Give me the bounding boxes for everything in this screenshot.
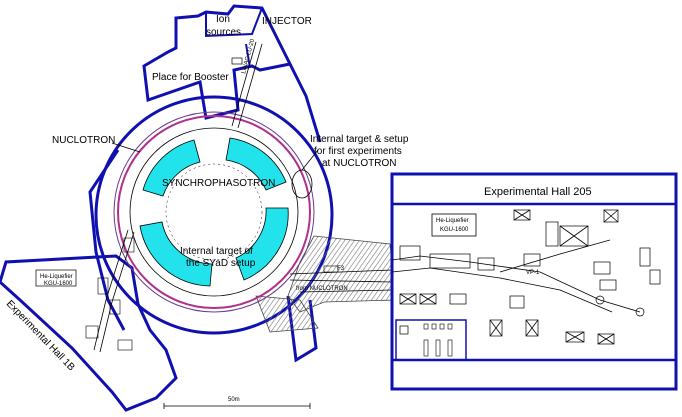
he-liquefier-right-model: KGU-1600 bbox=[440, 227, 469, 233]
building-outline bbox=[0, 4, 334, 412]
vp1-label: VP-1 bbox=[526, 270, 540, 276]
scale-label: 50m bbox=[228, 397, 240, 403]
syad-label-2: the SYaD setup bbox=[186, 258, 256, 269]
internal-target-label-2: for first experiments bbox=[314, 146, 402, 157]
nuclotron-label: NUCLOTRON bbox=[52, 135, 115, 146]
linac-label: LINAC LU-20 bbox=[241, 38, 256, 75]
hall-205: Experimental Hall 205 bbox=[390, 172, 678, 391]
hall-205-title: Experimental Hall 205 bbox=[484, 186, 592, 198]
hall-1b-label: Experimental Hall 1B bbox=[4, 298, 77, 373]
from-nuclotron-label: from NUCLOTRON bbox=[296, 286, 348, 292]
beam-lines: F3 from NUCLOTRON bbox=[289, 265, 393, 293]
ion-sources-label-2: sources bbox=[206, 27, 241, 38]
f3-label: F3 bbox=[337, 266, 345, 272]
he-liquefier-left-model: KGU-1600 bbox=[44, 281, 73, 287]
scale-bar: 50m bbox=[163, 397, 311, 409]
internal-target-marker bbox=[291, 149, 319, 199]
syad-label-1: Internal target of bbox=[180, 246, 253, 257]
synchrophasotron-label: SYNCHROPHASOTRON bbox=[162, 178, 275, 189]
nuclotron-ring bbox=[113, 111, 315, 313]
internal-target-label-1: Internal target & setup bbox=[310, 134, 409, 145]
injector-label: INJECTOR bbox=[262, 16, 312, 27]
diagram-labels: INJECTOR Ion sources Place for Booster N… bbox=[4, 14, 409, 373]
he-liquefier-right-label: He-Liquefier bbox=[436, 218, 469, 224]
hall-1b-equipment bbox=[35, 229, 135, 353]
hall-205-equipment: He-Liquefier KGU-1600 VP-1 bbox=[391, 209, 661, 357]
internal-target-label-3: at NUCLOTRON bbox=[322, 158, 396, 169]
ion-sources-label-1: Ion bbox=[216, 14, 230, 25]
booster-label: Place for Booster bbox=[152, 72, 229, 83]
he-liquefier-left-label: He-Liquefier bbox=[40, 274, 73, 280]
synchrophasotron-ring bbox=[129, 127, 299, 297]
